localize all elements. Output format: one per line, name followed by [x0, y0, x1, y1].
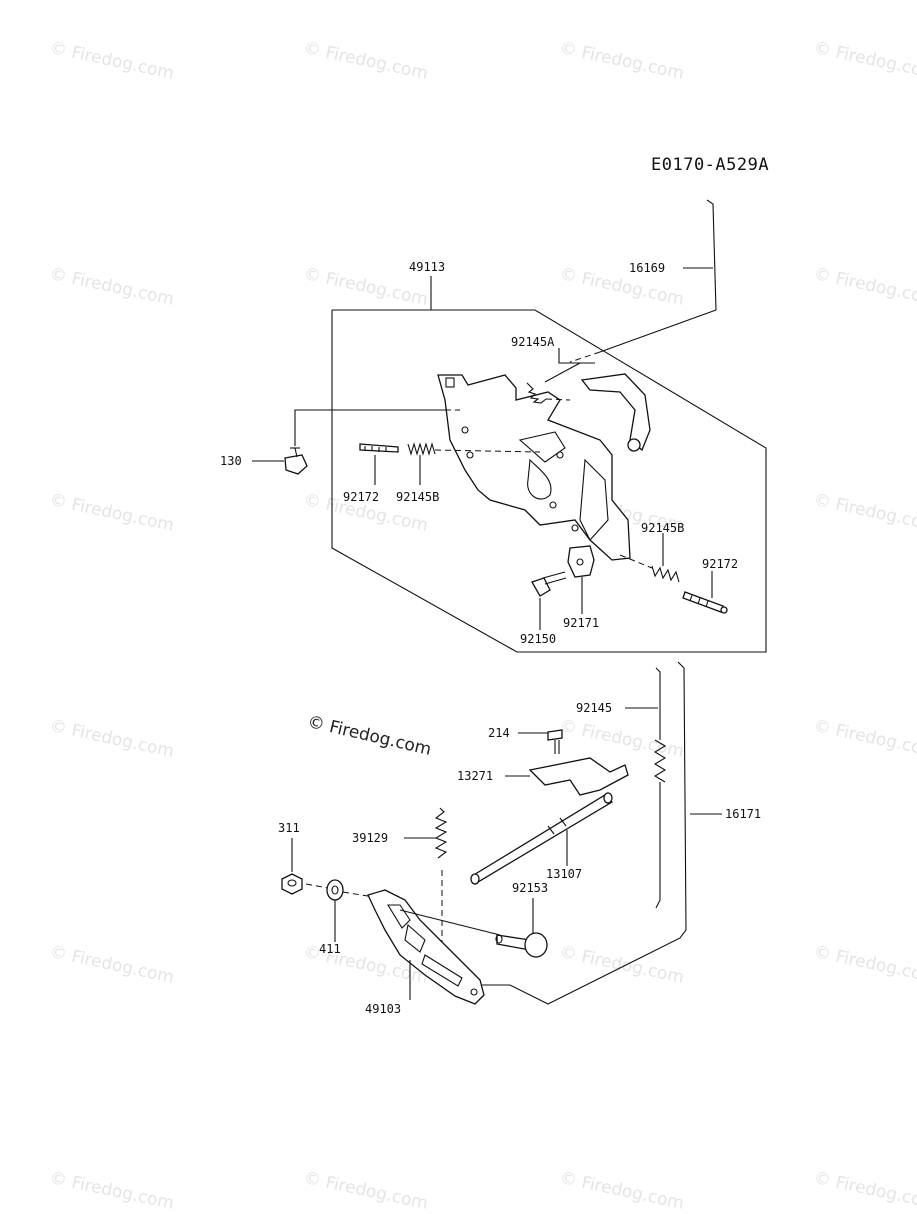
assembly-outline-49113 [331, 309, 767, 653]
part-label-92145a[interactable]: 92145A [511, 335, 555, 349]
diagram-code: E0170-A529A [651, 155, 770, 175]
spring-39129 [434, 807, 448, 859]
rod-16171 [482, 661, 687, 1005]
part-label-39129[interactable]: 39129 [352, 831, 389, 845]
nut-311 [281, 873, 303, 895]
shaft-13107 [470, 792, 614, 885]
pin-92153 [495, 932, 548, 958]
spring-92145 [653, 667, 667, 909]
plate-13271 [528, 757, 629, 796]
bolt-92172-right [682, 591, 728, 614]
part-label-92172-right[interactable]: 92172 [702, 557, 739, 571]
part-label-92145b-left[interactable]: 92145B [396, 490, 440, 504]
part-label-49103[interactable]: 49103 [365, 1002, 402, 1016]
part-label-411[interactable]: 411 [319, 942, 341, 956]
part-label-214[interactable]: 214 [488, 726, 510, 740]
part-label-130[interactable]: 130 [220, 454, 242, 468]
spring-92145b-right [651, 565, 680, 583]
nut-plate-92171 [567, 545, 595, 578]
part-label-16171[interactable]: 16171 [725, 807, 762, 821]
bolt-92172-left [359, 443, 399, 453]
part-label-13271[interactable]: 13271 [457, 769, 494, 783]
part-label-92172-left[interactable]: 92172 [343, 490, 380, 504]
part-label-92145[interactable]: 92145 [576, 701, 613, 715]
bolt-130 [284, 447, 308, 475]
washer-411 [326, 879, 344, 901]
part-label-92145b-right[interactable]: 92145B [641, 521, 685, 535]
spring-92145a [526, 382, 571, 404]
part-label-311[interactable]: 311 [278, 821, 300, 835]
part-label-16169[interactable]: 16169 [629, 261, 666, 275]
part-label-49113[interactable]: 49113 [409, 260, 446, 274]
lever-49103 [367, 889, 501, 1005]
part-label-13107[interactable]: 13107 [546, 867, 583, 881]
part-label-92171[interactable]: 92171 [563, 616, 600, 630]
part-label-92153[interactable]: 92153 [512, 881, 549, 895]
bracket-plate-49113 [437, 374, 631, 561]
rod-16169 [599, 199, 717, 353]
spring-92145b-left [407, 442, 436, 456]
screw-214 [547, 729, 563, 754]
bolt-92150 [531, 571, 567, 597]
part-label-92150[interactable]: 92150 [520, 632, 557, 646]
